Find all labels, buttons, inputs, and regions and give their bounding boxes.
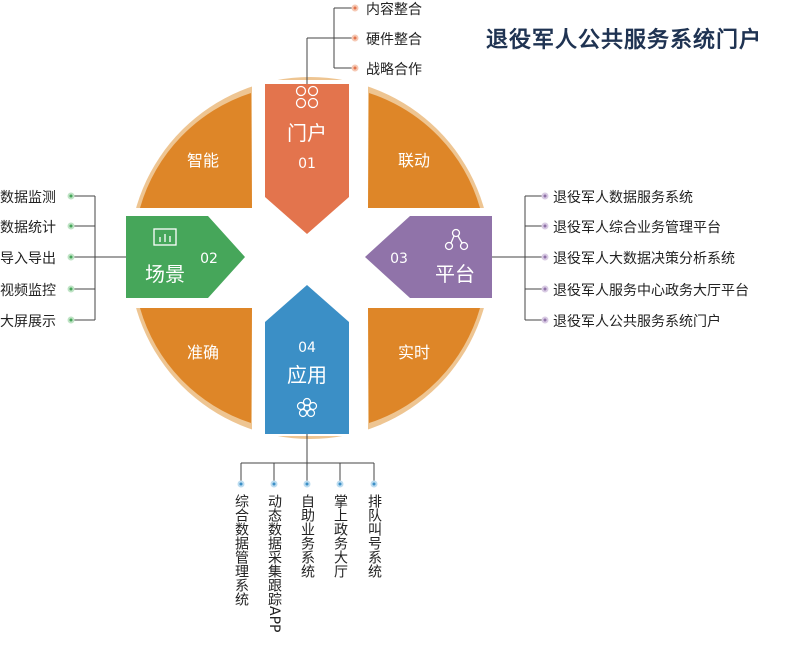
four-circles-icon (295, 85, 319, 109)
segment-label-bottom-left: 准确 (187, 343, 219, 362)
hub-application: 04 应用 (265, 285, 349, 434)
hub-portal: 门户 01 (265, 84, 349, 234)
network-nodes-icon (444, 228, 469, 251)
scene-dots (67, 192, 75, 324)
application-item: 排队叫号系统 (366, 494, 382, 579)
segment-label-top-right: 联动 (398, 151, 430, 170)
scene-item: 数据统计 (0, 220, 56, 236)
scene-item: 大屏展示 (0, 314, 56, 330)
hub-platform-label: 平台 (435, 262, 475, 286)
segment-bottom-right (368, 308, 480, 423)
platform-item: 退役军人综合业务管理平台 (553, 220, 721, 236)
screen-chart-icon (153, 228, 177, 246)
segment-label-bottom-right: 实时 (398, 343, 430, 362)
application-dots (237, 480, 378, 488)
application-item: 动态数据采集跟踪APP (266, 494, 282, 632)
segment-bottom-left (140, 308, 252, 423)
platform-item: 退役军人大数据决策分析系统 (553, 250, 735, 267)
hub-application-number: 04 (298, 340, 316, 356)
hub-platform: 平台 03 (365, 216, 492, 298)
segment-label-top-left: 智能 (187, 151, 219, 170)
portal-item: 内容整合 (366, 1, 422, 18)
scene-item: 数据监测 (0, 190, 56, 206)
hub-portal-number: 01 (298, 156, 316, 172)
page-title: 退役军人公共服务系统门户 (486, 28, 763, 53)
hub-scene-number: 02 (200, 251, 218, 267)
application-item: 掌上政务大厅 (332, 494, 348, 578)
platform-item: 退役军人服务中心政务大厅平台 (553, 283, 749, 299)
portal-dots (351, 4, 359, 72)
platform-item: 退役军人公共服务系统门户 (553, 313, 721, 330)
scene-item: 视频监控 (0, 283, 56, 299)
segment-top-right (368, 93, 480, 208)
platform-item: 退役军人数据服务系统 (553, 190, 693, 206)
platform-dots (541, 192, 549, 324)
hub-scene: 场景 02 (126, 216, 245, 298)
segment-top-left (140, 93, 252, 208)
flower-icon (296, 397, 318, 418)
hub-portal-label: 门户 (287, 121, 327, 145)
scene-item: 导入导出 (0, 251, 56, 267)
connector-lines (71, 7, 544, 483)
application-item: 综合数据管理系统 (233, 494, 249, 607)
portal-item: 硬件整合 (366, 32, 422, 48)
hub-application-label: 应用 (287, 363, 327, 387)
application-item: 自助业务系统 (299, 494, 315, 579)
portal-item: 战略合作 (366, 62, 422, 78)
hub-scene-label: 场景 (145, 262, 185, 286)
hub-platform-number: 03 (390, 251, 408, 267)
